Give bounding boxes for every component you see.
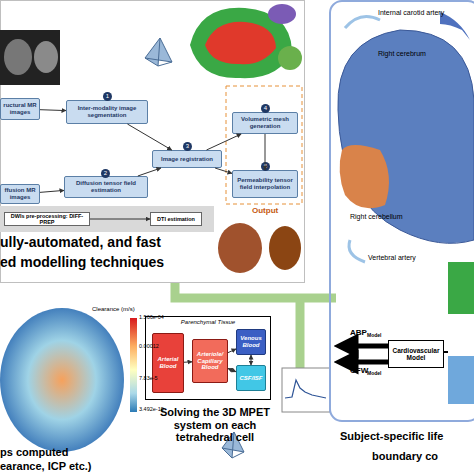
waveform xyxy=(285,380,326,398)
flow-arrow xyxy=(138,168,161,176)
node-text: Image registration xyxy=(161,156,213,163)
clearance-map xyxy=(0,308,124,452)
node-text: Parenchymal Tissue xyxy=(181,319,235,326)
compartment-box: Venous Blood xyxy=(236,329,266,355)
panel-caption: Subject-specific life xyxy=(340,430,443,443)
part-label: Right cerebrum xyxy=(378,50,426,58)
colorbar-tick: 1.566e-04 xyxy=(139,314,164,320)
node-text: CSF/ISF xyxy=(239,375,262,382)
panel-caption: boundary co xyxy=(372,450,438,463)
part-label: Vertebral artery xyxy=(368,254,416,262)
signal-name: CFW xyxy=(350,366,368,375)
process-box: Permeability tensor field interpolation xyxy=(232,170,298,198)
flow-arrow xyxy=(265,134,266,170)
panel-caption: earance, ICP etc.) xyxy=(0,460,92,473)
compartment-box: Arterial Blood xyxy=(152,333,184,393)
panel-caption: ps computed xyxy=(0,446,68,459)
node-text: Inter-modality image segmentation xyxy=(67,105,147,118)
process-box: DTI estimation xyxy=(150,212,202,226)
node-text: Permeability tensor field interpolation xyxy=(233,177,297,190)
compartment-box: Arteriole/ Capillary Blood xyxy=(192,339,228,383)
flow-arrow xyxy=(345,16,380,28)
cerebellum xyxy=(340,145,389,208)
abp-arrow xyxy=(346,344,388,349)
brain-thumb xyxy=(268,4,296,24)
flow-arrow xyxy=(184,361,192,362)
node-text: DWIs pre-processing: DIFF-PREP xyxy=(5,213,89,225)
node-text: Volumetric mesh generation xyxy=(233,116,297,129)
process-box: Inter-modality image segmentation xyxy=(66,100,148,124)
flow-arrow xyxy=(228,349,236,353)
panel-caption: ed modelling techniques xyxy=(0,254,164,270)
flow-arrow xyxy=(228,368,236,371)
colorbar-tick: 7.83e-5 xyxy=(139,375,158,381)
part-label: Internal carotid artery xyxy=(378,9,444,17)
panel-caption: Solving the 3D MPET system on each tetra… xyxy=(150,406,280,444)
panel-border xyxy=(1,1,305,283)
callout-number: 5 xyxy=(261,162,270,171)
signal-subscript: Model xyxy=(367,371,381,377)
tissue-box: Parenchymal TissueArterial Blood Arteriol… xyxy=(145,316,271,400)
process-box: DWIs pre-processing: DIFF-PREP xyxy=(4,212,90,226)
flow-arrow xyxy=(40,109,66,111)
wire xyxy=(444,351,448,353)
node-text: Arteriole/ Capillary Blood xyxy=(193,351,227,371)
brain-thumb xyxy=(278,46,302,70)
flow-arrow xyxy=(215,168,232,173)
blue-block xyxy=(448,356,474,404)
cfw-arrow xyxy=(346,360,388,365)
green-block xyxy=(448,262,474,314)
process-box: Diffusion tensor field estimation xyxy=(64,176,148,198)
callout-number: 1 xyxy=(103,92,112,101)
node-text: Venous Blood xyxy=(237,335,265,348)
node-text: ffusion MR images xyxy=(1,187,39,200)
node-text: DTI estimation xyxy=(157,216,195,222)
part-label: Right cerebellum xyxy=(350,213,403,221)
colorbar-tick: 0.00012 xyxy=(139,343,159,349)
flow-arrow xyxy=(90,219,150,220)
output-brain xyxy=(269,226,301,270)
mr-image xyxy=(0,30,60,85)
process-box: Cardiovascular Model xyxy=(388,340,444,368)
signal-name: ABP xyxy=(350,328,367,337)
flow-arrow xyxy=(251,355,252,365)
process-box: ructural MR images xyxy=(0,98,40,120)
flow-arrow xyxy=(40,190,64,192)
callout-number: 2 xyxy=(101,169,110,178)
mr-slice xyxy=(34,41,58,73)
process-box: Image registration xyxy=(152,150,222,168)
node-text: Cardiovascular Model xyxy=(389,347,443,361)
panel-border xyxy=(330,1,474,421)
mr-slice xyxy=(4,39,32,75)
output-brain xyxy=(218,223,262,273)
brain-model xyxy=(338,30,474,243)
dti-strip xyxy=(0,206,214,232)
signal-subscript: Model xyxy=(367,333,381,339)
flow-arrow xyxy=(207,134,242,150)
segmented-brain xyxy=(205,22,276,64)
process-box: ffusion MR images xyxy=(0,184,40,204)
color-bar xyxy=(130,318,137,412)
node-text: ructural MR images xyxy=(1,102,39,115)
waveform-frame xyxy=(282,368,330,412)
output-label: Output xyxy=(252,206,278,215)
tetrahedron-icon xyxy=(145,38,172,66)
flow-arrow xyxy=(349,240,365,262)
node-text: Diffusion tensor field estimation xyxy=(65,180,147,193)
node-text: Arterial Blood xyxy=(153,356,183,369)
output-group xyxy=(226,86,302,204)
vessel xyxy=(440,12,470,40)
compartment-box: CSF/ISF xyxy=(236,365,266,391)
process-box: Volumetric mesh generation xyxy=(232,112,298,134)
panel-caption: ully-automated, and fast xyxy=(0,234,161,250)
colorbar-title: Clearance (m/s) xyxy=(92,306,135,313)
callout-number: 4 xyxy=(261,104,270,113)
flow-arrow xyxy=(127,124,171,150)
callout-number: 3 xyxy=(183,142,192,151)
